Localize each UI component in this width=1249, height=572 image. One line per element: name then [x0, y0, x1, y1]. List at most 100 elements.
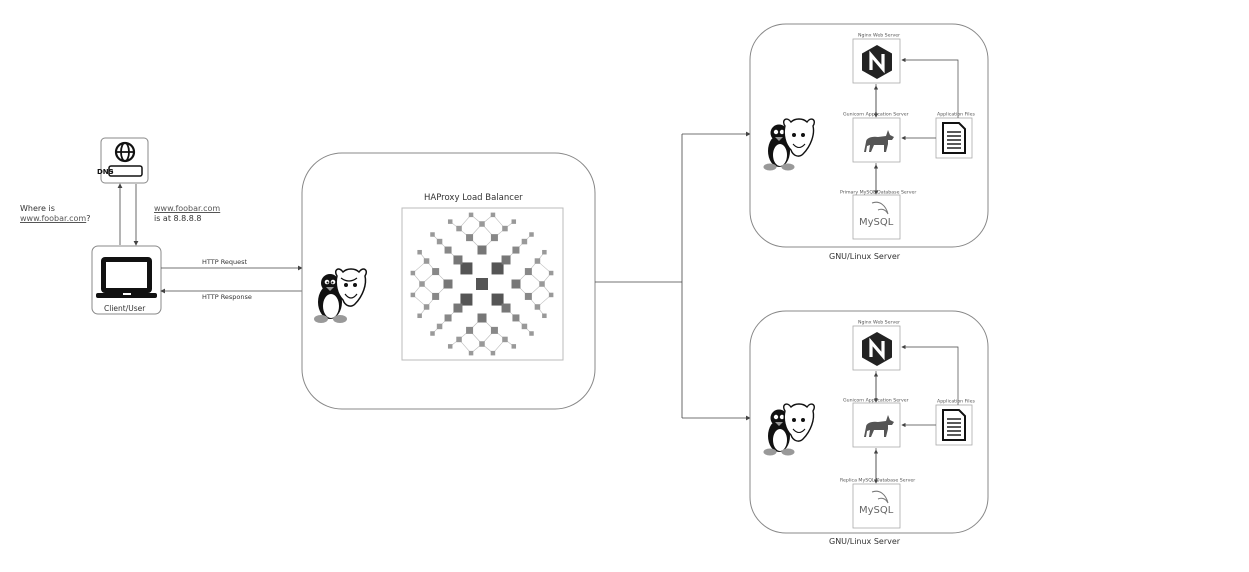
server1-web-label: Nginx Web Server — [858, 32, 901, 38]
mesh-node — [490, 212, 496, 218]
server2-caption: GNU/Linux Server — [829, 537, 901, 546]
tux-penguin-icon — [763, 124, 795, 171]
mesh-node — [477, 313, 487, 323]
load-balancer-title: HAProxy Load Balancer — [424, 193, 523, 203]
mesh-node — [529, 232, 534, 237]
document-icon — [942, 409, 966, 441]
mesh-node — [456, 225, 462, 232]
mesh-node — [524, 268, 532, 276]
mesh-node — [524, 292, 532, 300]
http-request-label: HTTP Request — [202, 258, 248, 266]
server1-app-label: Gunicorn Application Server — [843, 111, 909, 117]
mesh-node — [417, 313, 422, 319]
mesh-node — [443, 279, 453, 289]
answer-line1: www.foobar.com — [154, 204, 220, 213]
gnu-head-icon — [782, 118, 816, 157]
server1-caption: GNU/Linux Server — [829, 252, 901, 261]
mesh-node — [468, 212, 474, 218]
server2-web-label: Nginx Web Server — [858, 319, 901, 325]
nginx-logo-icon — [862, 332, 892, 366]
mesh-node — [432, 268, 440, 276]
dns-label: DNS — [97, 168, 114, 176]
mesh-node — [432, 292, 440, 300]
mesh-node — [502, 225, 508, 232]
mesh-node — [460, 262, 473, 275]
globe-icon — [114, 141, 136, 163]
mesh-node — [430, 331, 435, 336]
mesh-node — [490, 350, 496, 356]
mesh-node — [447, 344, 453, 349]
mesh-node — [521, 238, 528, 245]
dns-dot: • — [110, 168, 115, 176]
mesh-node — [477, 245, 487, 255]
mesh-node — [502, 336, 508, 343]
mesh-node — [490, 234, 498, 242]
mesh-node — [539, 281, 545, 287]
mesh-node — [423, 258, 430, 264]
server2-mysql-logo: MySQL — [859, 505, 894, 516]
mysql-logo-icon — [871, 201, 889, 215]
server2-files-label: Application Files — [937, 398, 975, 404]
mesh-node — [423, 304, 430, 310]
mesh-node — [491, 293, 504, 306]
mesh-node — [444, 246, 452, 254]
server1-db-label: Primary MySQL Database Server — [840, 189, 917, 195]
mesh-node — [410, 292, 416, 298]
laptop-icon — [96, 257, 157, 298]
mesh-node — [479, 221, 485, 227]
mesh-node — [436, 323, 443, 330]
mesh-node — [542, 249, 547, 255]
mesh-node — [456, 336, 462, 343]
mesh-node — [511, 344, 517, 349]
document-icon — [942, 122, 966, 154]
mesh-node — [521, 323, 528, 330]
mesh-node — [460, 293, 473, 306]
mesh-node — [491, 262, 504, 275]
mesh-node — [534, 304, 541, 310]
mesh-node — [542, 313, 547, 319]
server2-app-label: Gunicorn Application Server — [843, 397, 909, 403]
client-label: Client/User — [104, 304, 146, 313]
mesh-node — [511, 219, 517, 224]
mesh-node — [501, 303, 511, 313]
mesh-node — [410, 270, 416, 276]
nginx-logo-icon — [862, 45, 892, 79]
server1-files-label: Application Files — [937, 111, 975, 117]
mesh-node — [419, 281, 425, 287]
mysql-logo-icon — [871, 490, 889, 504]
server1-mysql-logo: MySQL — [859, 217, 894, 228]
mesh-node — [511, 279, 521, 289]
gunicorn-unicorn-icon — [864, 415, 894, 437]
mesh-node — [466, 234, 474, 242]
mesh-node — [430, 232, 435, 237]
mesh-node — [466, 326, 474, 334]
answer-line2: is at 8.8.8.8 — [154, 214, 202, 223]
tux-penguin-icon — [763, 409, 795, 456]
mesh-node — [417, 249, 422, 255]
mesh-node — [501, 255, 511, 265]
gunicorn-unicorn-icon — [864, 130, 894, 152]
mesh-node — [436, 238, 443, 245]
mesh-node — [479, 341, 485, 347]
question-line2: www.foobar.com? — [20, 214, 91, 223]
mesh-node — [548, 270, 554, 276]
mesh-node — [453, 255, 463, 265]
gnu-head-icon — [334, 268, 368, 307]
tux-penguin-icon — [314, 274, 347, 323]
mesh-node — [453, 303, 463, 313]
dns-badge — [108, 165, 143, 177]
mesh-node — [548, 292, 554, 298]
mesh-node — [529, 331, 534, 336]
gnu-head-icon — [782, 403, 816, 442]
mesh-node — [534, 258, 541, 264]
question-line1: Where is — [20, 204, 55, 213]
haproxy-mesh-icon — [410, 212, 554, 356]
answer-link[interactable]: www.foobar.com — [154, 204, 221, 213]
question-link[interactable]: www.foobar.com — [20, 214, 87, 223]
mesh-node — [512, 246, 520, 254]
mesh-node — [476, 278, 488, 290]
mesh-node — [468, 350, 474, 356]
http-response-label: HTTP Response — [202, 293, 252, 301]
mesh-node — [512, 314, 520, 322]
server2-db-label: Replica MySQL Database Server — [840, 477, 916, 483]
